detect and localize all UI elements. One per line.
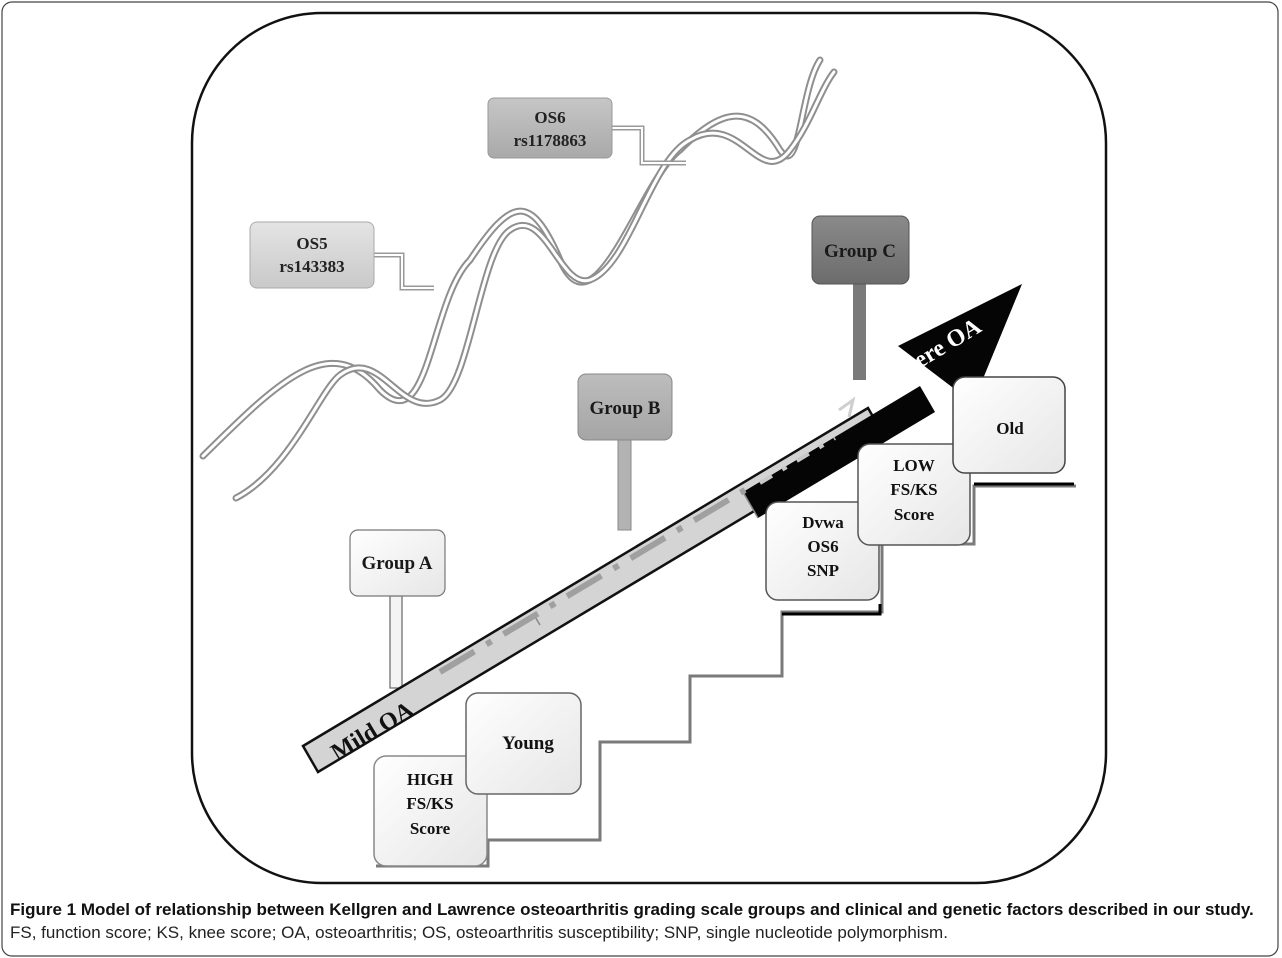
arrow-head [898,284,1022,403]
group-c-box [811,215,910,285]
low-score-line-3: Score [894,505,935,524]
caption-body: FS, function score; KS, knee score; OA, … [10,923,948,942]
group-a-sign: Group A [349,529,446,689]
caption-title: Figure 1 Model of relationship between K… [10,900,1254,919]
high-score-line-2: FS/KS [406,794,453,813]
young-bg [465,692,582,795]
high-score-line-1: HIGH [407,770,453,789]
old-label: Old [996,419,1024,438]
dvwa-bg [765,501,880,601]
group-b-label: Group B [590,398,661,419]
group-c-sign: Group C [811,215,910,380]
os5-connector-highlight [372,254,434,289]
arrow-dark-segment [743,386,935,518]
group-b-sign: Group B [577,373,673,531]
group-a-post [389,595,403,689]
dna-helix [199,56,838,502]
high-score-box: HIGH FS/KS Score [373,755,488,867]
os6-line-2: rs1178863 [514,131,587,150]
dvwa-box: Dvwa OS6 SNP [765,501,880,601]
os5-label: OS5 rs143383 [249,221,375,289]
high-score-line-3: Score [410,819,451,838]
os6-line-1: OS6 [534,108,565,127]
arrow-dash-light [438,487,747,675]
young-label: Young [502,733,554,754]
group-c-label: Group C [824,241,896,262]
group-b-box [577,373,673,441]
old-box: Old [952,376,1066,474]
dvwa-line-2: OS6 [807,537,838,556]
low-score-line-1: LOW [893,456,935,475]
group-a-label: Group A [362,553,433,574]
group-a-box [349,529,446,597]
old-bg [952,376,1066,474]
figure-caption: Figure 1 Model of relationship between K… [10,898,1278,944]
arrow-dash-dark [758,436,837,485]
os6-label: OS6 rs1178863 [487,97,613,159]
high-score-bg [373,755,488,867]
low-score-line-2: FS/KS [890,480,937,499]
low-score-box: LOW FS/KS Score [857,443,971,546]
group-c-post [853,284,866,380]
low-score-bg [857,443,971,546]
os6-box [487,97,613,159]
os5-box [249,221,375,289]
dna-strand-b-highlight [234,70,836,500]
dvwa-line-3: SNP [807,561,839,580]
group-b-post [617,439,632,531]
os6-connector-highlight [612,127,686,164]
os5-line-1: OS5 [296,234,327,253]
dvwa-line-1: Dvwa [802,513,844,532]
arrow-dark-divider [742,491,759,519]
young-box: Young [465,692,582,795]
staircase-step-edge [782,604,882,616]
arrow-dash-chevron [838,396,856,418]
os5-line-2: rs143383 [279,257,344,276]
